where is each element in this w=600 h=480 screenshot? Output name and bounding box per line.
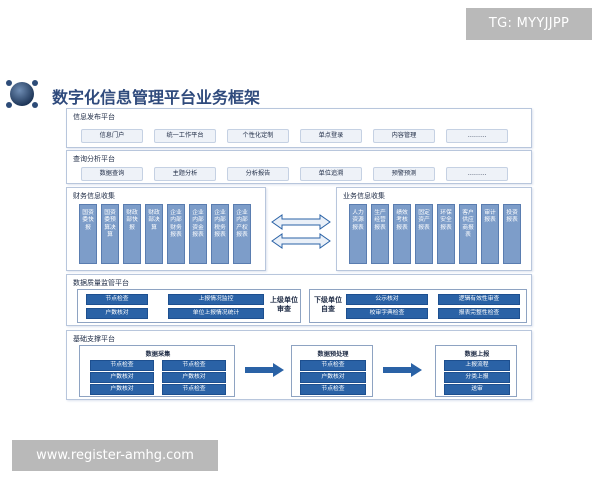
business-item: 人力资源报表 — [349, 204, 367, 264]
query-item: 预警预测 — [373, 167, 435, 181]
self-check-item: 报表完整性检查 — [438, 308, 520, 319]
globe-logo-icon — [6, 80, 38, 108]
upper-review-item: 节点检查 — [86, 294, 148, 305]
business-collect-title: 业务信息收集 — [343, 192, 385, 200]
data-preprocess-item: 户数核对 — [300, 372, 366, 383]
quality-platform-panel: 数据质量监管平台 节点检查 上报情况监控 户数核对 单位上报情况统计 上级单位审… — [66, 274, 532, 326]
data-preprocess-box: 数据预处理 节点检查 户数核对 节点检查 — [291, 345, 373, 397]
data-preprocess-title: 数据预处理 — [317, 351, 349, 358]
publish-item: 内容管理 — [373, 129, 435, 143]
support-platform-panel: 基础支撑平台 数据采集 节点检查 户数核对 户数核对 节点检查 户数核对 节点检… — [66, 330, 532, 400]
finance-item: 企业内部财务报表 — [167, 204, 185, 264]
business-item: 投资报表 — [503, 204, 521, 264]
exchange-arrows-icon — [271, 214, 331, 249]
query-item: 分析报告 — [227, 167, 289, 181]
page-title: 数字化信息管理平台业务框架 — [52, 88, 261, 107]
finance-item: 国资委快报 — [79, 204, 97, 264]
self-check-item: 公示核对 — [346, 294, 428, 305]
data-preprocess-item: 节点检查 — [300, 360, 366, 371]
business-collect-panel: 业务信息收集 人力资源报表 生产经营报表 绩效考核报表 固定资产报表 环保安全报… — [336, 187, 532, 271]
data-report-item: 上报流程 — [444, 360, 510, 371]
upper-review-item: 户数核对 — [86, 308, 148, 319]
finance-item: 企业内部税务报表 — [211, 204, 229, 264]
data-collect-item: 节点检查 — [162, 360, 226, 371]
upper-review-label: 上级单位审查 — [270, 296, 298, 313]
publish-platform-panel: 信息发布平台 信息门户 统一工作平台 个性化定制 单点登录 内容管理 ……… — [66, 108, 532, 148]
watermark-bottom: www.register-amhg.com — [12, 440, 218, 471]
finance-item: 财政部决算 — [145, 204, 163, 264]
query-platform-title: 查询分析平台 — [73, 155, 115, 163]
upper-review-box: 节点检查 上报情况监控 户数核对 单位上报情况统计 上级单位审查 — [77, 289, 301, 323]
publish-item: 信息门户 — [81, 129, 143, 143]
query-item: 主题分析 — [154, 167, 216, 181]
self-check-label: 下级单位自查 — [314, 296, 342, 313]
publish-platform-title: 信息发布平台 — [73, 113, 115, 121]
support-platform-title: 基础支撑平台 — [73, 335, 115, 343]
business-item: 生产经营报表 — [371, 204, 389, 264]
data-collect-item: 节点检查 — [90, 360, 154, 371]
publish-item: 单点登录 — [300, 129, 362, 143]
upper-review-item: 上报情况监控 — [168, 294, 264, 305]
data-collect-title: 数据采集 — [145, 351, 171, 358]
data-collect-item: 户数核对 — [90, 384, 154, 395]
data-collect-item: 户数核对 — [90, 372, 154, 383]
data-preprocess-item: 节点检查 — [300, 384, 366, 395]
publish-item: 个性化定制 — [227, 129, 289, 143]
finance-collect-title: 财务信息收集 — [73, 192, 115, 200]
finance-item: 企业内部产权报表 — [233, 204, 251, 264]
finance-item: 企业内部资金报表 — [189, 204, 207, 264]
publish-item: 统一工作平台 — [154, 129, 216, 143]
business-item: 审计报表 — [481, 204, 499, 264]
query-platform-panel: 查询分析平台 数据查询 主题分析 分析报告 单位追溯 预警预测 ……… — [66, 150, 532, 184]
data-collect-item: 户数核对 — [162, 372, 226, 383]
query-item: 单位追溯 — [300, 167, 362, 181]
self-check-box: 下级单位自查 公示核对 逻辑有效性审查 校审字典检查 报表完整性检查 — [309, 289, 527, 323]
data-report-title: 数据上报 — [464, 351, 490, 358]
query-item: ……… — [446, 167, 508, 181]
finance-item: 国资委预算决算 — [101, 204, 119, 264]
quality-platform-title: 数据质量监管平台 — [73, 279, 129, 287]
data-collect-box: 数据采集 节点检查 户数核对 户数核对 节点检查 户数核对 节点检查 — [79, 345, 235, 397]
flow-arrow-icon — [245, 363, 284, 377]
data-collect-item: 节点检查 — [162, 384, 226, 395]
self-check-item: 校审字典检查 — [346, 308, 428, 319]
business-item: 环保安全报表 — [437, 204, 455, 264]
finance-item: 财政部快报 — [123, 204, 141, 264]
flow-arrow-icon — [383, 363, 422, 377]
data-report-item: 送审 — [444, 384, 510, 395]
data-report-box: 数据上报 上报流程 分类上报 送审 — [435, 345, 517, 397]
finance-collect-panel: 财务信息收集 国资委快报 国资委预算决算 财政部快报 财政部决算 企业内部财务报… — [66, 187, 266, 271]
business-item: 固定资产报表 — [415, 204, 433, 264]
business-item: 客户供应商报表 — [459, 204, 477, 264]
publish-item: ……… — [446, 129, 508, 143]
upper-review-item: 单位上报情况统计 — [168, 308, 264, 319]
self-check-item: 逻辑有效性审查 — [438, 294, 520, 305]
watermark-top: TG: MYYJJPP — [466, 8, 592, 40]
query-item: 数据查询 — [81, 167, 143, 181]
data-report-item: 分类上报 — [444, 372, 510, 383]
business-item: 绩效考核报表 — [393, 204, 411, 264]
